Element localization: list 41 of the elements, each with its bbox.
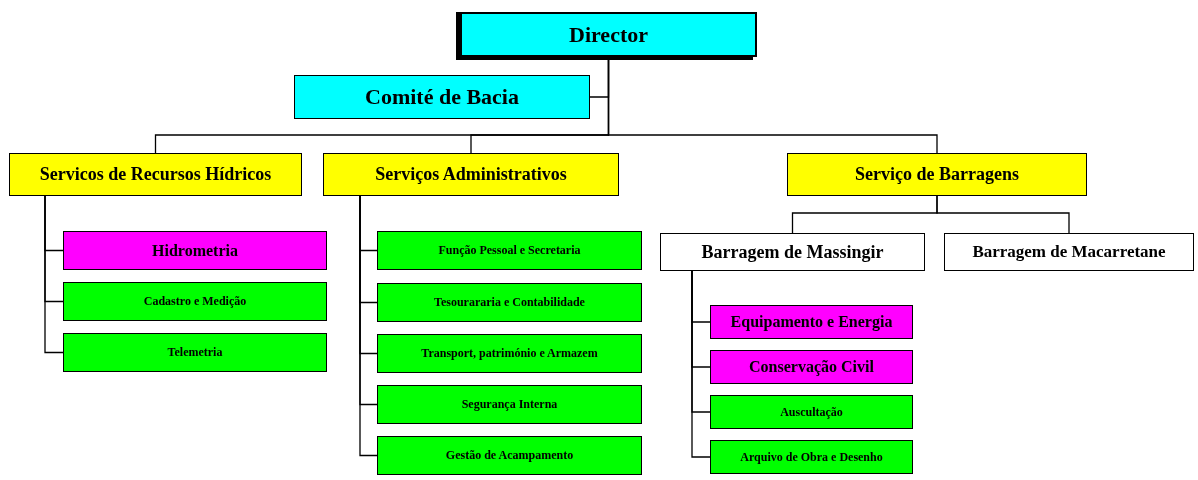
org-box (710, 350, 913, 384)
box-label: Transport, património e Armazem (421, 346, 598, 361)
org-box (660, 233, 925, 271)
box-label: Arquivo de Obra e Desenho (740, 449, 883, 465)
box-label: Barragem de Massingir (701, 241, 884, 263)
box-label: Director (569, 21, 648, 48)
box-label: Tesourararia e Contabilidade (434, 295, 585, 310)
connector-line (691, 270, 711, 458)
org-box (377, 436, 642, 475)
box-label: Serviços Administrativos (375, 164, 567, 185)
org-box (63, 333, 327, 372)
box-label: Função Pessoal e Secretaria (438, 243, 581, 258)
org-box (710, 395, 913, 429)
org-box (63, 231, 327, 270)
org-box (787, 153, 1087, 196)
box-label: Segurança Interna (461, 397, 558, 412)
box-label: Gestão de Acampamento (445, 448, 574, 463)
org-box (377, 231, 642, 270)
box-label: Barragem de Macarretane (972, 242, 1166, 262)
org-box (377, 385, 642, 424)
box-label: Comité de Bacia (365, 84, 519, 110)
box-label: Telemetria (167, 345, 223, 360)
box-label: Cadastro e Medição (143, 294, 247, 309)
box-label: Auscultação (780, 404, 843, 420)
org-box (294, 75, 590, 119)
org-box (710, 305, 913, 339)
org-box (9, 153, 302, 196)
org-box (323, 153, 619, 196)
connector-line (44, 195, 64, 354)
connector-line (936, 195, 1070, 234)
connector-line (359, 195, 378, 457)
org-box (944, 233, 1194, 271)
org-box (63, 282, 327, 321)
org-box (377, 334, 642, 373)
box-label: Conservação Civil (749, 358, 874, 376)
box-label: Serviço de Barragens (855, 164, 1019, 185)
org-box (377, 283, 642, 322)
org-box (710, 440, 913, 474)
box-label: Hidrometria (152, 241, 238, 260)
box-label: Servicos de Recursos Hídricos (39, 164, 272, 185)
box-label: Equipamento e Energia (730, 313, 893, 331)
